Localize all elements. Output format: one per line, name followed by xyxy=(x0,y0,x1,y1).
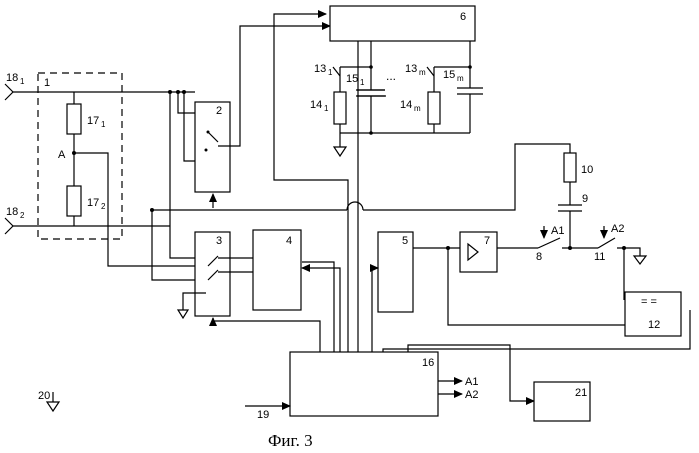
label-21: 21 xyxy=(575,387,587,399)
resistor-14-1 xyxy=(334,92,346,124)
label-16: 16 xyxy=(422,357,434,369)
label-2: 2 xyxy=(216,105,222,117)
resistor-10 xyxy=(564,153,576,182)
label-18-1-sub: 1 xyxy=(20,77,25,86)
switch-11 xyxy=(598,226,646,300)
label-11: 11 xyxy=(594,251,605,263)
label-17-2: 17 xyxy=(87,197,99,209)
resistor-17-2 xyxy=(67,186,81,216)
label-13-m-sub: m xyxy=(419,68,426,77)
capacitor-15-1 xyxy=(357,90,385,96)
label-8: 8 xyxy=(536,251,542,263)
label-20: 20 xyxy=(38,390,50,402)
label-13-1: 13 xyxy=(314,63,326,75)
node-a-dot xyxy=(72,151,76,155)
label-switch-a1: A1 xyxy=(551,225,564,237)
switch-2 xyxy=(195,102,230,192)
label-switch-a2: A2 xyxy=(611,223,624,235)
label-out-a1: A1 xyxy=(465,376,478,388)
label-4: 4 xyxy=(286,235,292,247)
label-17-1-sub: 1 xyxy=(101,120,106,129)
label-9: 9 xyxy=(582,193,588,205)
label-7: 7 xyxy=(484,235,490,247)
bank-ellipsis: ... xyxy=(386,69,396,83)
switch-3 xyxy=(195,232,230,316)
capacitor-9 xyxy=(558,182,582,250)
label-10: 10 xyxy=(581,164,593,176)
terminal-18-1: 18 1 xyxy=(5,72,25,100)
label-17-1: 17 xyxy=(87,115,99,127)
label-18-2: 18 xyxy=(6,206,18,218)
switch-8 xyxy=(538,226,598,248)
label-out-a2: A2 xyxy=(465,389,478,401)
label-15-1-sub: 1 xyxy=(360,78,365,87)
label-14-1-sub: 1 xyxy=(324,104,329,113)
label-19: 19 xyxy=(257,409,269,421)
figure-caption: Фиг. 3 xyxy=(268,431,313,450)
label-13-m: 13 xyxy=(405,63,417,75)
label-14-m: 14 xyxy=(400,99,412,111)
block-12-symbol: = = xyxy=(641,296,657,308)
label-1: 1 xyxy=(44,77,50,89)
label-13-1-sub: 1 xyxy=(328,68,333,77)
block-4-wiring xyxy=(302,262,340,352)
terminal-18-2: 18 2 xyxy=(5,206,25,234)
label-14-1: 14 xyxy=(310,99,322,111)
label-18-2-sub: 2 xyxy=(20,211,25,220)
label-3: 3 xyxy=(216,235,222,247)
label-15-1: 15 xyxy=(346,73,358,85)
block-4 xyxy=(253,230,301,310)
label-6: 6 xyxy=(460,11,466,23)
resistor-17-1 xyxy=(67,104,81,134)
label-15-m: 15 xyxy=(443,69,455,81)
label-12: 12 xyxy=(648,319,660,331)
resistor-14-m xyxy=(428,92,440,124)
node-a-label: A xyxy=(58,149,66,161)
label-14-m-sub: m xyxy=(414,104,421,113)
block-6 xyxy=(330,6,475,41)
label-17-2-sub: 2 xyxy=(101,202,106,211)
divider-wiring xyxy=(13,92,208,266)
label-5: 5 xyxy=(402,235,408,247)
block-16 xyxy=(290,352,438,416)
label-15-m-sub: m xyxy=(457,74,464,83)
label-18-1: 18 xyxy=(6,72,18,84)
